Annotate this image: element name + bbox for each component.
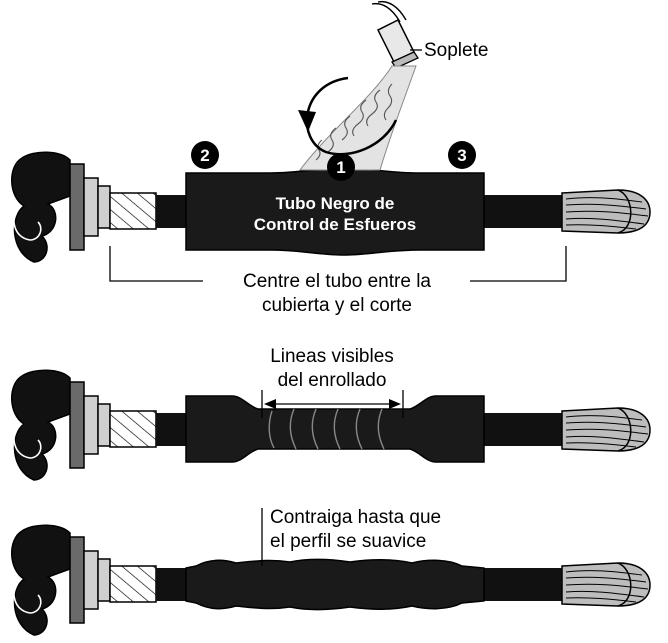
center-label-line2: cubierta y el corte (262, 295, 412, 316)
tube-label-line2: Control de Esfueros (254, 215, 416, 234)
shrunk-tube (185, 558, 485, 611)
rotation-arrow (298, 76, 398, 156)
cable-panel-middle (10, 369, 651, 481)
svg-text:1: 1 (336, 158, 345, 177)
torch (371, 0, 422, 69)
shrink-label-line1: Contraiga hasta que (270, 507, 441, 528)
marker-3: 3 (448, 141, 476, 169)
center-label-line1: Centre el tubo entre la (243, 271, 431, 292)
shrink-label-line2: el perfil se suavice (270, 531, 426, 552)
wrap-label-line2: del enrollado (278, 370, 387, 391)
svg-text:3: 3 (457, 146, 466, 165)
wrap-lines-dimension (261, 390, 404, 418)
marker-1: 1 (327, 153, 355, 181)
cable-panel-top: Tubo Negro de Control de Esfueros (10, 151, 651, 263)
tube-label-line1: Tubo Negro de (276, 194, 395, 213)
center-bracket (109, 246, 567, 282)
torch-label: Soplete (424, 40, 488, 61)
flame (298, 65, 417, 171)
wrap-label-line1: Lineas visibles (270, 346, 394, 367)
svg-text:2: 2 (200, 146, 209, 165)
cable-panel-bottom (10, 524, 651, 636)
marker-2: 2 (191, 141, 219, 169)
